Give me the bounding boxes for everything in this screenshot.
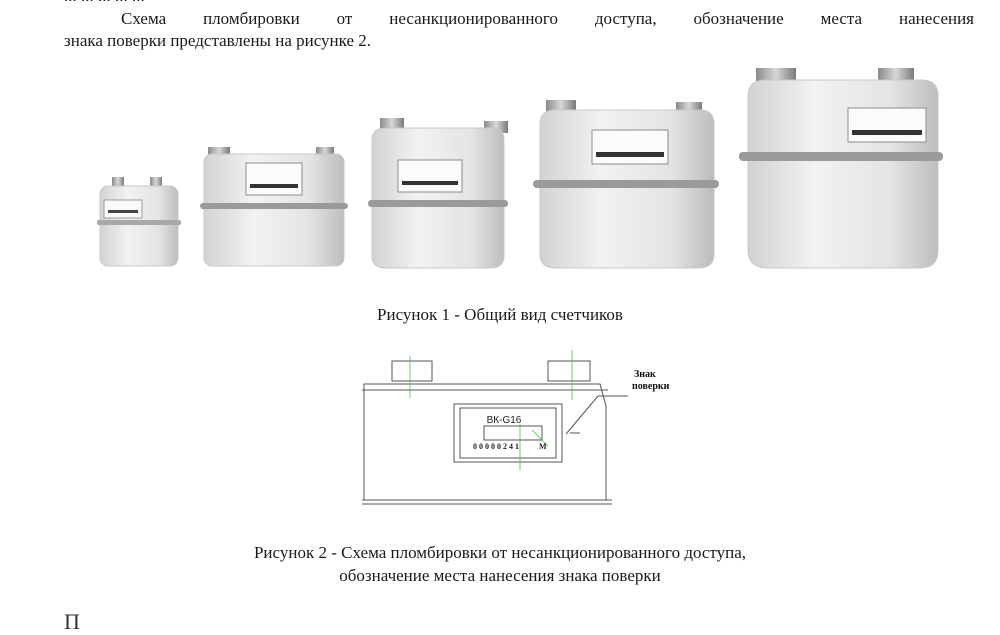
annotation-label-line-1: Знак bbox=[634, 369, 656, 380]
paragraph-line-2: знака поверки представлены на рисунке 2. bbox=[64, 31, 372, 50]
paragraph-line-1: Схема пломбировки от несанкционированног… bbox=[121, 9, 974, 28]
body-paragraph: Схема пломбировки от несанкционированног… bbox=[64, 8, 974, 52]
meter-model-label: ВК-G16 bbox=[487, 415, 522, 426]
meter-photo-large-1 bbox=[533, 100, 719, 269]
counter-digits: 0 0 0 0 0 2 4 1 bbox=[473, 442, 519, 451]
figure-2-seal-scheme bbox=[362, 350, 628, 505]
counter-unit: M bbox=[539, 442, 547, 451]
seal-mark-lines bbox=[409, 350, 573, 470]
meter-photo-medium-1 bbox=[200, 147, 348, 267]
annotation-label-line-2: поверки bbox=[632, 381, 670, 392]
meter-photo-large-2 bbox=[739, 68, 943, 269]
figure-2-caption-line-2: обозначение места нанесения знака поверк… bbox=[339, 566, 661, 585]
meter-photo-medium-2 bbox=[368, 118, 508, 269]
figure-1-caption: Рисунок 1 - Общий вид счетчиков bbox=[377, 305, 623, 324]
figure-2-caption: Рисунок 2 - Схема пломбировки от несанкц… bbox=[0, 541, 1000, 587]
figure-1-meters-photo: ВК-G16 0 0 0 0 0 2 4 1 M Знак поверки bbox=[97, 68, 943, 505]
figure-2-caption-line-1: Рисунок 2 - Схема пломбировки от несанкц… bbox=[253, 543, 747, 562]
clipped-text-bottom: П bbox=[64, 609, 80, 634]
clipped-text-line: ... ... ... ... ... bbox=[64, 0, 145, 6]
meter-photo-small bbox=[97, 177, 181, 267]
